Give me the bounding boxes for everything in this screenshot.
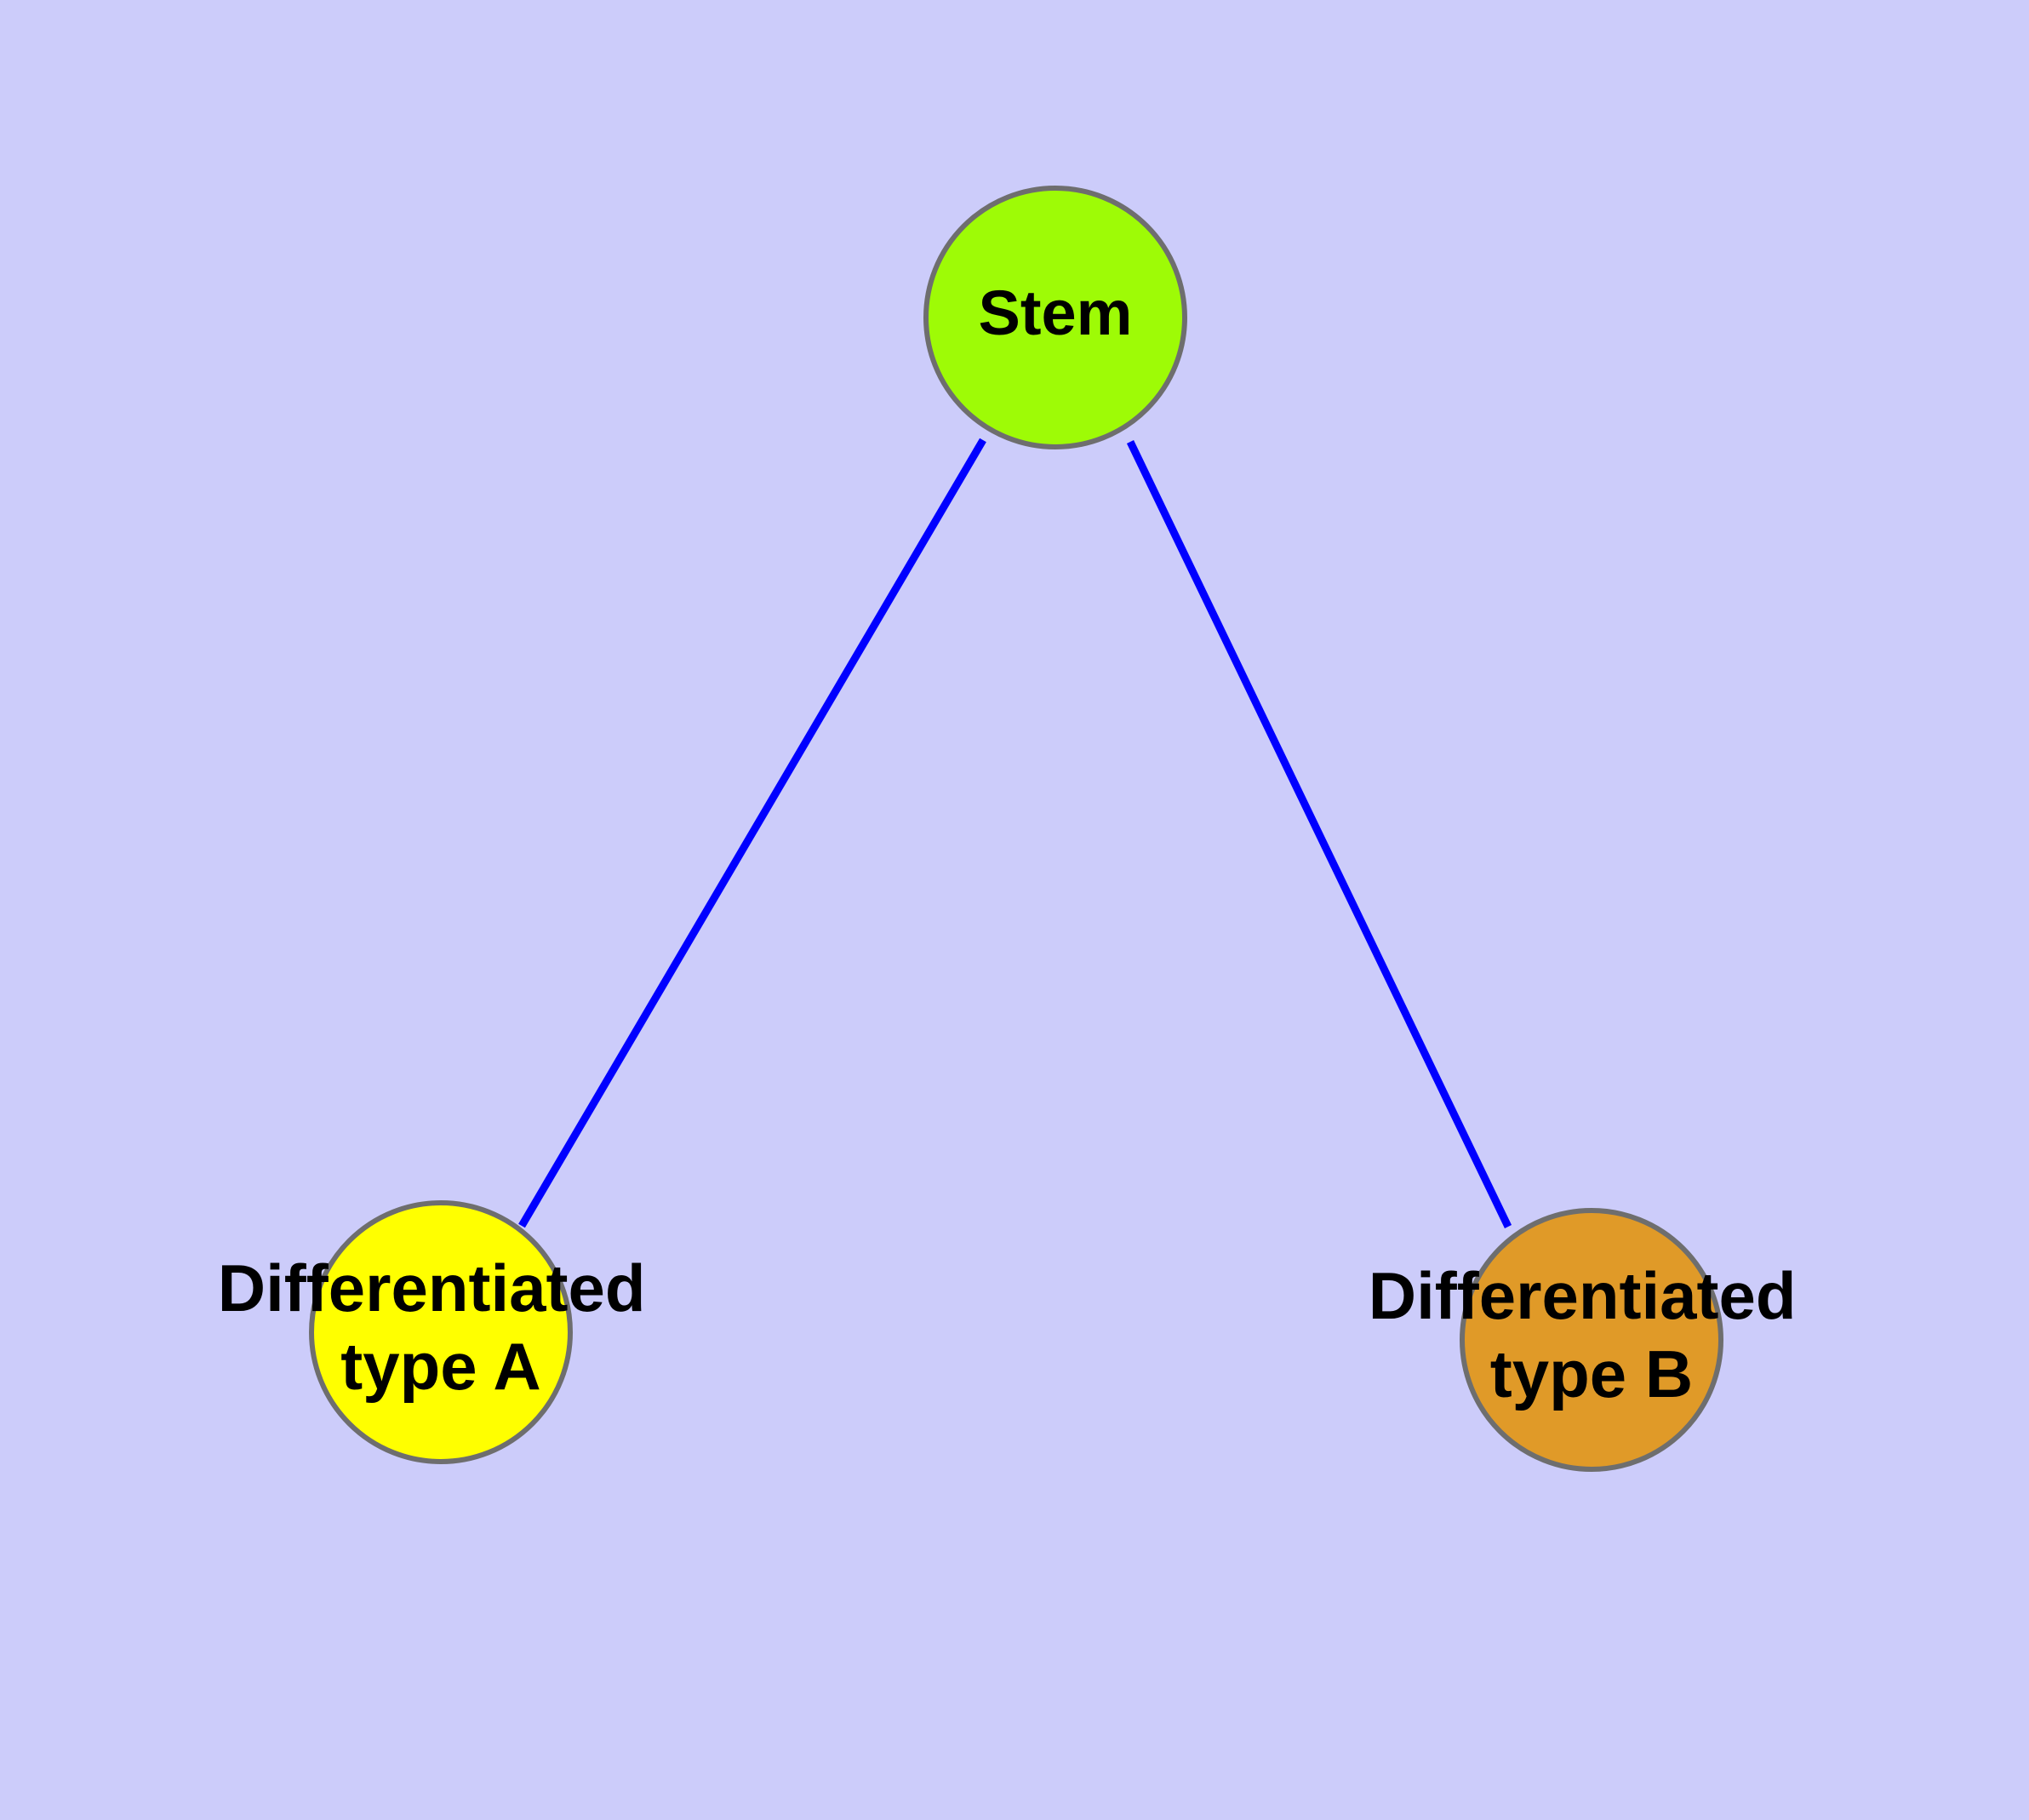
node-stem[interactable] <box>923 186 1187 449</box>
node-layer <box>309 186 1723 1472</box>
node-label-differentiated-type-b-line-2: type B <box>1490 1336 1693 1411</box>
edge-stem-to-diff-a[interactable] <box>518 438 986 1228</box>
node-label-stem: Stem <box>979 278 1133 348</box>
node-label-differentiated-type-a-line-2: type A <box>340 1329 541 1404</box>
node-label-differentiated-type-a-line-1: Differentiated <box>218 1251 646 1325</box>
node-differentiated-type-b[interactable] <box>1460 1208 1723 1472</box>
node-label-differentiated-type-b: Differentiated type B <box>1369 1258 1815 1411</box>
edge-layer <box>518 438 1512 1228</box>
node-label-differentiated-type-a: Differentiated type A <box>218 1251 664 1404</box>
label-layer: Stem Differentiated type A Differentiate… <box>218 278 1815 1411</box>
node-label-differentiated-type-b-line-1: Differentiated <box>1369 1258 1797 1333</box>
edge-stem-to-diff-b[interactable] <box>1126 440 1512 1228</box>
node-label-stem-line-1: Stem <box>979 278 1133 348</box>
node-differentiated-type-a[interactable] <box>309 1200 573 1464</box>
